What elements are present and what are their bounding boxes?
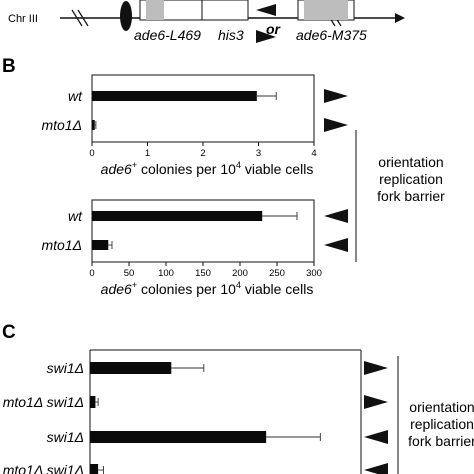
- barrier-arrow-icon: [256, 30, 276, 43]
- gene-box-right-shaded: [304, 0, 348, 20]
- bar: [92, 211, 263, 221]
- chromosome-label: Chr III: [8, 13, 38, 25]
- tick-label: 200: [232, 268, 248, 279]
- bar: [90, 396, 96, 408]
- barrier-arrow-left-icon: [364, 463, 388, 474]
- category-label: swi1Δ: [47, 360, 84, 376]
- category-label: wt: [68, 88, 83, 104]
- connector-label: or: [266, 21, 282, 37]
- category-label: swi1Δ: [47, 429, 84, 445]
- bar: [90, 464, 99, 474]
- side-label-line: replication: [379, 171, 443, 187]
- break-mark-left: [71, 9, 83, 27]
- tick-label: 50: [124, 268, 135, 279]
- barrier-arrow-right-icon: [324, 89, 348, 103]
- tick-label: 1: [145, 148, 150, 159]
- side-label-line: orientation: [409, 399, 474, 415]
- chromosome-arrow-icon: [395, 13, 405, 23]
- gene-label-left: ade6-L469: [134, 27, 201, 43]
- side-label-line: fork barrier: [377, 188, 445, 204]
- panel-b-letter: B: [2, 56, 16, 77]
- category-label: mto1Δ swi1Δ: [3, 394, 84, 410]
- gene-box-left-shaded: [146, 0, 164, 20]
- side-label-line: replication: [410, 416, 474, 432]
- barrier-arrow-right-icon: [324, 118, 348, 132]
- panel-b-side: orientation replication fork barrier: [355, 130, 445, 262]
- axis-label: ade6+ colonies per 104 viable cells: [101, 280, 314, 297]
- side-label-line: fork barrier: [408, 433, 474, 449]
- category-label: mto1Δ swi1Δ: [3, 462, 84, 474]
- centromere-oval: [120, 1, 132, 31]
- tick-label: 150: [195, 268, 211, 279]
- barrier-arrow-icon: [256, 4, 276, 16]
- category-label: mto1Δ: [41, 237, 82, 253]
- tick-label: 0: [89, 148, 94, 159]
- barrier-arrow-right-icon: [364, 361, 388, 375]
- side-label-line: orientation: [378, 154, 443, 170]
- bar: [90, 431, 267, 443]
- chart-c: swi1Δ mto1Δ swi1Δ swi1Δ mto1Δ swi1Δ: [3, 349, 388, 474]
- category-label: wt: [68, 208, 83, 224]
- tick-label: 250: [269, 268, 285, 279]
- barrier-arrow-left-icon: [364, 430, 388, 444]
- axis-label: ade6+ colonies per 104 viable cells: [101, 160, 314, 177]
- category-label: mto1Δ: [41, 117, 82, 133]
- barrier-arrow-left-icon: [324, 238, 348, 252]
- tick-label: 100: [158, 268, 174, 279]
- gene-box-mid: [201, 0, 249, 21]
- tick-label: 3: [256, 148, 261, 159]
- bar: [92, 91, 257, 101]
- tick-label: 0: [89, 268, 94, 279]
- bar: [90, 362, 172, 374]
- bar: [92, 120, 95, 130]
- tick-label: 2: [200, 148, 205, 159]
- bar: [92, 240, 109, 250]
- panel-c-side: orientation replication fork barrier: [397, 356, 474, 474]
- barrier-arrow-left-icon: [324, 209, 348, 223]
- gene-label-mid: his3: [218, 27, 244, 43]
- panel-c-letter: C: [2, 322, 16, 343]
- gene-label-right: ade6-M375: [296, 27, 367, 43]
- break-mark-left: [77, 9, 89, 27]
- plot-frame: [91, 74, 315, 143]
- plot-frame: [91, 199, 315, 263]
- barrier-arrow-right-icon: [364, 395, 388, 409]
- tick-label: 300: [306, 268, 322, 279]
- tick-label: 4: [311, 148, 316, 159]
- panel-a: Chr III ade6-L469 his3 or ade6-M375: [8, 0, 405, 43]
